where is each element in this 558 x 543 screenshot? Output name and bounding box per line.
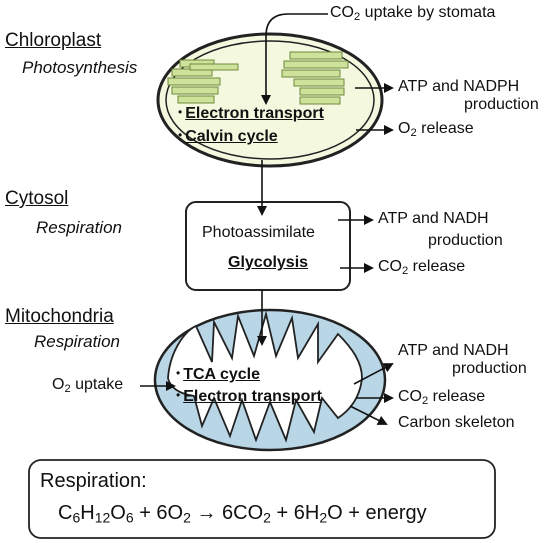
mito-atp-line2: production xyxy=(452,360,527,377)
co2-uptake-arrow xyxy=(261,13,328,105)
photoassimilate-label: Photoassimilate xyxy=(202,224,315,241)
mitochondrion-inner-membrane xyxy=(167,310,363,443)
chloroplast-atp-line2: production xyxy=(464,96,539,113)
chloroplast-inner-membrane xyxy=(165,40,375,160)
mito-o2-uptake-label: O2 uptake xyxy=(52,376,124,395)
cytosol-atp-line2: production xyxy=(428,232,503,249)
mito-co2-release: CO2 release xyxy=(398,388,486,407)
mitochondria-heading: Mitochondria xyxy=(5,306,114,327)
chloroplast-heading: Chloroplast xyxy=(5,30,102,51)
mito-step-1: •TCA cycle xyxy=(176,366,260,383)
mitochondrion-organelle xyxy=(153,308,387,452)
chloroplast-step-1: •Electron transport xyxy=(178,105,324,122)
cytosol-atp-line1: ATP and NADH xyxy=(378,210,489,227)
mito-atp-arrow xyxy=(353,363,394,385)
respiration-equation: C6H12O6 + 6O2 → 6CO2 + 6H2O + energy xyxy=(58,502,427,526)
equation-title: Respiration: xyxy=(40,470,147,492)
chloroplast-o2-release: O2 release xyxy=(398,120,474,139)
flow-arrows xyxy=(140,13,394,425)
chloroplast-atp-line1: ATP and NADPH xyxy=(398,78,520,95)
co2-uptake-label: CO2 uptake by stomata xyxy=(330,4,496,23)
thylakoid-stacks xyxy=(167,51,349,105)
chloroplast-process: Photosynthesis xyxy=(22,58,138,77)
mito-atp-line1: ATP and NADH xyxy=(398,342,509,359)
cytosol-co2-release: CO2 release xyxy=(378,258,466,277)
carbon-skeleton-label: Carbon skeleton xyxy=(398,414,515,431)
cytosol-process: Respiration xyxy=(36,218,122,237)
glycolysis-label: Glycolysis xyxy=(228,254,309,271)
mitochondria-process: Respiration xyxy=(34,332,120,351)
chloroplast-step-2: •Calvin cycle xyxy=(178,128,278,145)
equation-box xyxy=(28,459,496,539)
chloroplast-organelle xyxy=(156,32,384,168)
cytosol-heading: Cytosol xyxy=(5,188,69,209)
cytosol-box xyxy=(185,201,351,291)
mito-carbon-arrow xyxy=(349,405,388,425)
mito-step-2: •Electron transport xyxy=(176,388,322,405)
